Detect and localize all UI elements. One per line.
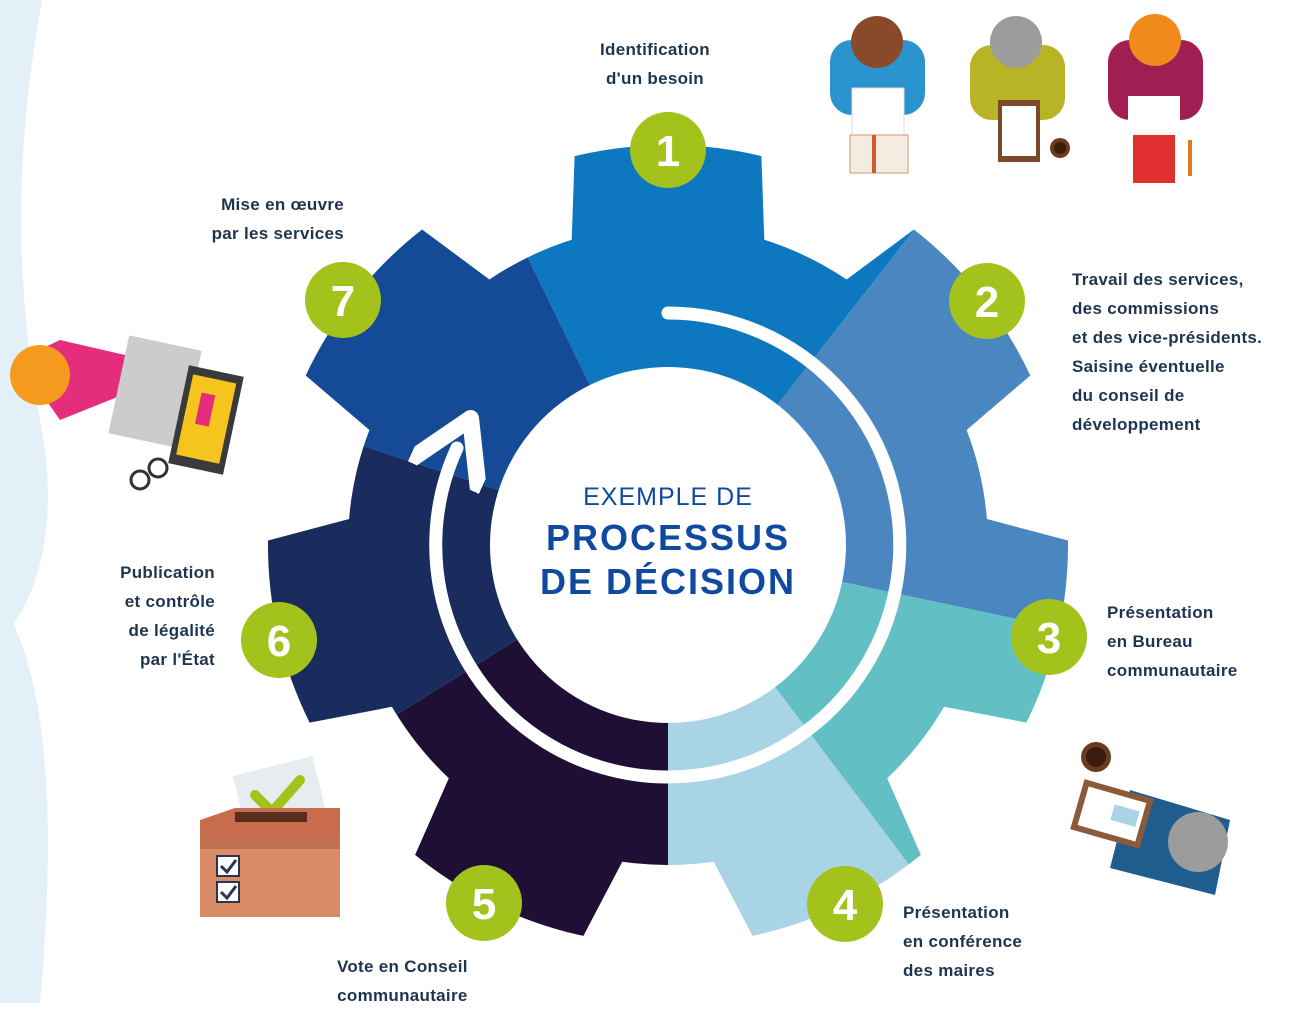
step-number-3: 3	[1037, 614, 1061, 663]
ballot-box-illustration	[200, 756, 340, 917]
step-label-6: Publication et contrôle de légalité par …	[120, 558, 215, 674]
step-badge-2: 2	[949, 263, 1025, 339]
step-2-line: développement	[1072, 415, 1201, 434]
step-label-1: Identification d'un besoin	[600, 35, 710, 93]
step-1-line: Identification	[600, 40, 710, 59]
background-curve-lower	[0, 600, 48, 1003]
step-badge-3: 3	[1011, 599, 1087, 675]
step-1-line: d'un besoin	[605, 69, 704, 88]
clipboard-person-illustration	[1070, 742, 1230, 895]
meeting-people-illustration	[830, 14, 1203, 183]
step-4-line: Présentation	[903, 903, 1010, 922]
step-6-line: Publication	[120, 563, 215, 582]
step-5-line: Vote en Conseil	[337, 957, 468, 976]
step-label-4: Présentation en conférence des maires	[903, 898, 1022, 985]
step-badge-1: 1	[630, 112, 706, 188]
step-4-line: en conférence	[903, 932, 1023, 951]
step-2-line: des commissions	[1072, 299, 1220, 318]
step-badge-7: 7	[305, 262, 381, 338]
center-title-line2: PROCESSUS	[546, 517, 790, 558]
step-4-line: des maires	[903, 961, 995, 980]
checkbox-icon	[219, 859, 238, 875]
step-7-line: Mise en œuvre	[221, 195, 344, 214]
step-number-2: 2	[975, 278, 999, 327]
step-6-line: de légalité	[128, 621, 215, 640]
step-label-5: Vote en Conseil communautaire	[337, 952, 468, 1010]
step-number-6: 6	[267, 617, 291, 666]
step-number-4: 4	[833, 881, 858, 930]
center-title-line3: DE DÉCISION	[540, 561, 796, 602]
step-2-line: du conseil de	[1072, 386, 1185, 405]
step-label-7: Mise en œuvre par les services	[212, 190, 344, 248]
step-2-line: Saisine éventuelle	[1072, 357, 1225, 376]
step-badge-4: 4	[807, 866, 883, 942]
step-3-line: en Bureau	[1107, 632, 1193, 651]
step-2-line: Travail des services,	[1072, 270, 1244, 289]
step-7-line: par les services	[211, 224, 344, 243]
center-title-line1: EXEMPLE DE	[583, 483, 753, 511]
step-3-line: communautaire	[1107, 661, 1238, 680]
center-disc	[490, 367, 846, 723]
laptop-person-illustration	[10, 335, 244, 491]
step-6-line: et contrôle	[124, 592, 215, 611]
step-number-5: 5	[472, 880, 496, 929]
step-label-3: Présentation en Bureau communautaire	[1107, 598, 1238, 685]
step-number-7: 7	[331, 277, 355, 326]
step-2-line: et des vice-présidents.	[1072, 328, 1263, 347]
step-badge-5: 5	[446, 865, 522, 941]
cycle-arrow	[436, 306, 907, 784]
step-5-line: communautaire	[337, 986, 468, 1005]
step-6-line: par l'État	[139, 650, 215, 669]
step-label-2: Travail des services, des commissions et…	[1072, 265, 1262, 439]
background-curve	[0, 0, 48, 640]
step-3-line: Présentation	[1107, 603, 1214, 622]
step-badge-6: 6	[241, 602, 317, 678]
checkbox-icon	[219, 885, 238, 901]
step-number-1: 1	[656, 127, 680, 176]
